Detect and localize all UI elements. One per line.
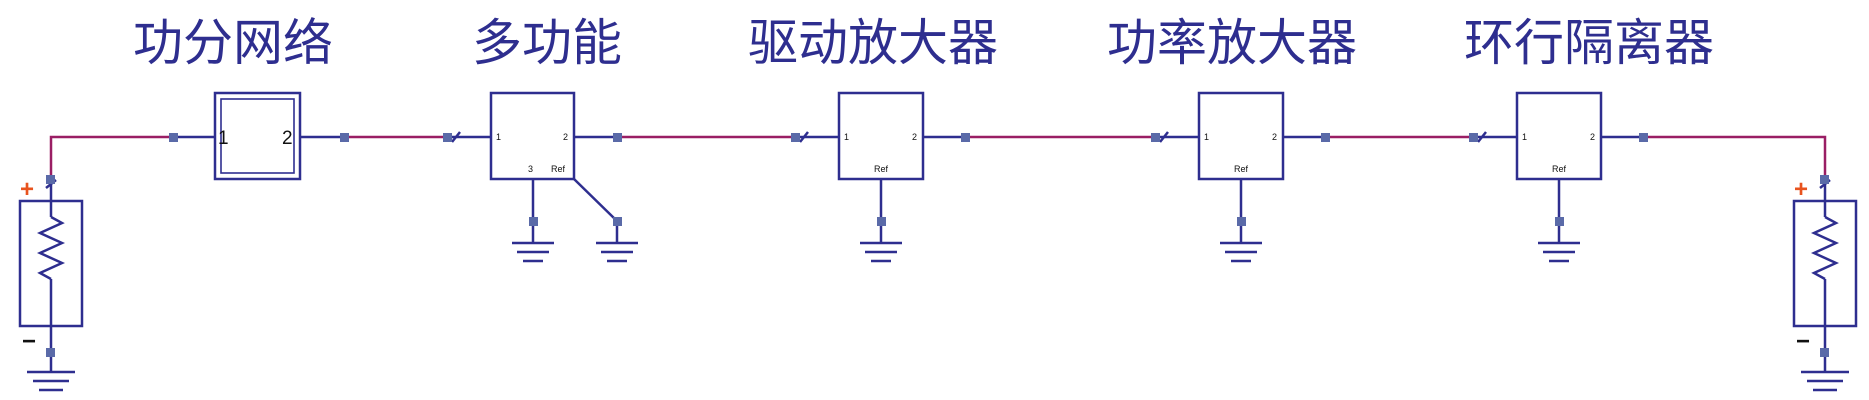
pa-pin-2: 2 — [1272, 132, 1277, 142]
load-minus-label: − — [1796, 328, 1810, 355]
title-power-amplifier: 功率放大器 — [1107, 14, 1357, 72]
power-amplifier-block: 1 2 Ref — [1151, 91, 1330, 263]
title-circulator-isolator: 环行隔离器 — [1464, 14, 1714, 72]
signal-path — [49, 135, 1827, 180]
pa-ref-label: Ref — [1234, 164, 1249, 174]
source-plus-label: + — [20, 176, 34, 203]
isolator-pin-1: 1 — [1522, 132, 1527, 142]
multifunction-pin-3: 3 — [528, 164, 533, 174]
load-port: + − — [1792, 175, 1858, 392]
isolator-ref-label: Ref — [1552, 164, 1567, 174]
title-power-divider: 功分网络 — [133, 14, 333, 72]
driver-ref-label: Ref — [874, 164, 889, 174]
multifunction-pin-2: 2 — [563, 132, 568, 142]
isolator-pin-2: 2 — [1590, 132, 1595, 142]
driver-pin-2: 2 — [912, 132, 917, 142]
source-port: + − — [18, 175, 84, 392]
load-plus-label: + — [1794, 176, 1808, 203]
splitter-pin-2: 2 — [282, 128, 293, 149]
title-multifunction: 多功能 — [472, 14, 622, 72]
isolator-block: 1 2 Ref — [1469, 91, 1648, 263]
multifunction-pin-1: 1 — [496, 132, 501, 142]
title-driver-amplifier: 驱动放大器 — [748, 14, 998, 72]
driver-pin-1: 1 — [844, 132, 849, 142]
power-divider-block: 1 2 — [169, 91, 349, 181]
multifunction-block: 1 2 3 Ref — [443, 91, 638, 263]
source-minus-label: − — [22, 328, 36, 355]
driver-amplifier-block: 1 2 Ref — [791, 91, 970, 263]
splitter-pin-1: 1 — [218, 128, 229, 149]
pa-pin-1: 1 — [1204, 132, 1209, 142]
multifunction-ref-label: Ref — [551, 164, 566, 174]
